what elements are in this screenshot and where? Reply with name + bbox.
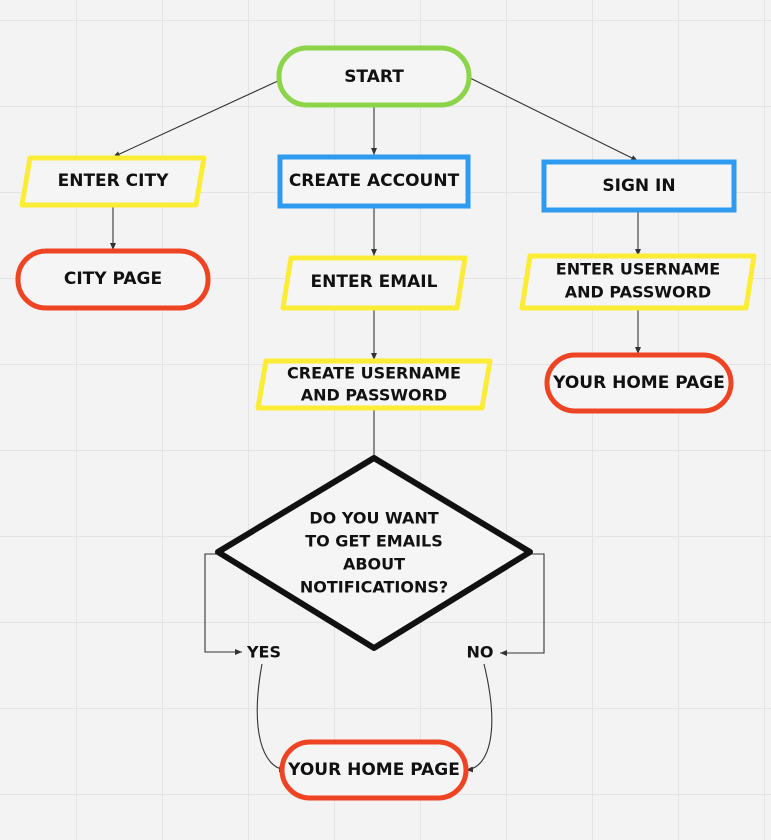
connector-no-to-home-page <box>465 663 493 773</box>
create-credentials-node: CREATE USERNAME AND PASSWORD <box>255 358 493 411</box>
start-label: START <box>344 67 404 87</box>
enter-email-node: ENTER EMAIL <box>280 255 468 311</box>
connector-start-to-enter-city <box>112 79 281 158</box>
enter-credentials-label-line-2: AND PASSWORD <box>565 283 711 302</box>
decision-node: DO YOU WANT TO GET EMAILS ABOUT NOTIFICA… <box>215 455 533 651</box>
sign-in-node: SIGN IN <box>541 159 737 213</box>
sign-in-label: SIGN IN <box>602 176 675 196</box>
enter-email-label: ENTER EMAIL <box>311 272 438 292</box>
decision-label-line-4: NOTIFICATIONS? <box>300 578 448 597</box>
create-account-node: CREATE ACCOUNT <box>277 154 471 209</box>
create-credentials-label-line-2: AND PASSWORD <box>301 386 447 405</box>
connector-start-to-sign-in <box>469 77 639 162</box>
connector-yes-to-home-page <box>256 663 287 773</box>
decision-label-line-1: DO YOU WANT <box>309 509 438 528</box>
enter-city-node: ENTER CITY <box>19 155 207 208</box>
enter-credentials-node: ENTER USERNAME AND PASSWORD <box>519 253 757 311</box>
branch-yes-label: YES <box>246 643 281 662</box>
city-page-node: CITY PAGE <box>15 248 211 311</box>
home-page-signup-label: YOUR HOME PAGE <box>287 760 460 780</box>
start-node: START <box>276 45 472 108</box>
home-page-signup-node: YOUR HOME PAGE <box>279 739 469 801</box>
connector-decision-to-no <box>500 553 545 656</box>
connector-decision-to-yes <box>204 553 242 655</box>
decision-label-line-3: ABOUT <box>343 555 405 574</box>
city-page-label: CITY PAGE <box>64 269 162 289</box>
branch-no-label: NO <box>467 643 494 662</box>
enter-credentials-label-line-1: ENTER USERNAME <box>556 260 720 279</box>
connectors <box>110 77 641 773</box>
create-account-label: CREATE ACCOUNT <box>289 171 460 191</box>
create-credentials-label-line-1: CREATE USERNAME <box>287 364 461 383</box>
decision-label-line-2: TO GET EMAILS <box>305 532 443 551</box>
enter-city-label: ENTER CITY <box>58 171 169 191</box>
home-page-signin-label: YOUR HOME PAGE <box>552 373 725 393</box>
home-page-signin-node: YOUR HOME PAGE <box>544 352 734 414</box>
